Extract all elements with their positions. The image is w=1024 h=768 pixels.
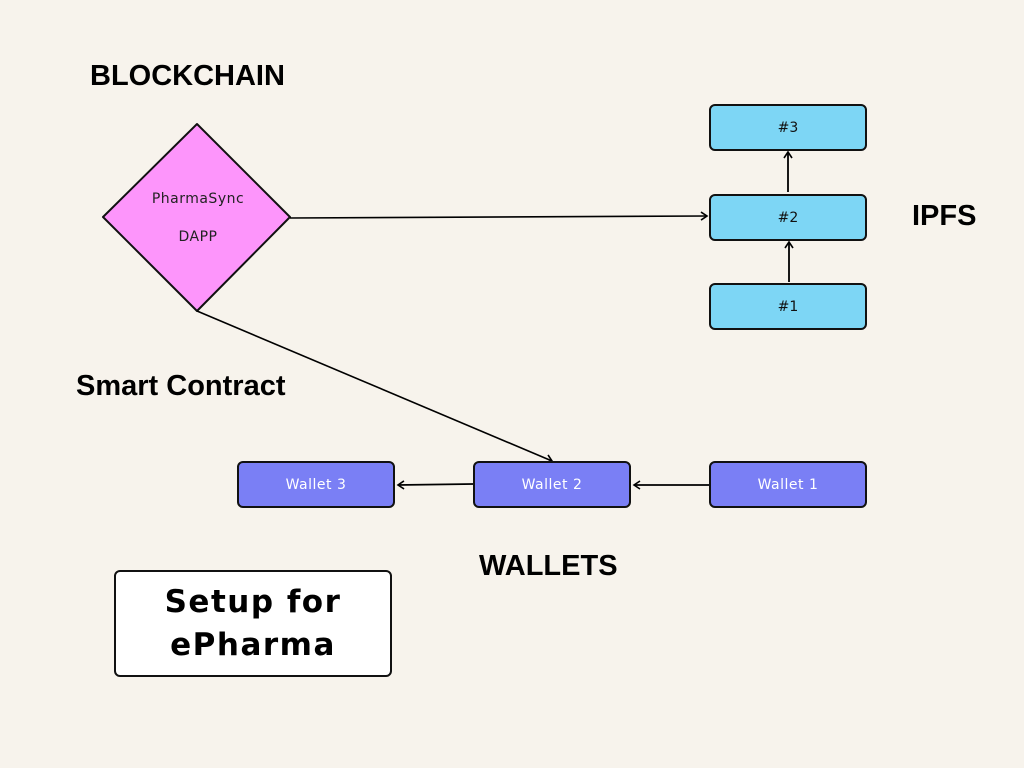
wallet-node-2[interactable]: Wallet 2	[473, 461, 631, 508]
dapp-name: PharmaSync	[151, 191, 245, 207]
ipfs-node-1[interactable]: #1	[709, 283, 867, 330]
wallet-node-1[interactable]: Wallet 1	[709, 461, 867, 508]
wallets-label: WALLETS	[479, 550, 618, 582]
arrow-wallet2-to-wallet3	[396, 480, 474, 490]
title-line-2: ePharma	[170, 626, 336, 663]
smart-contract-label: Smart Contract	[76, 370, 286, 402]
wallet-node-3[interactable]: Wallet 3	[237, 461, 395, 508]
ipfs-node-3[interactable]: #3	[709, 104, 867, 151]
ipfs-node-2[interactable]: #2	[709, 194, 867, 241]
dapp-type: DAPP	[178, 229, 218, 245]
arrow-dapp-to-wallet2	[196, 310, 554, 464]
title-box: Setup for ePharma	[114, 570, 392, 677]
title-line-1: Setup for	[164, 583, 342, 620]
arrow-dapp-to-ipfs2	[289, 211, 709, 221]
blockchain-label: BLOCKCHAIN	[90, 60, 285, 92]
ipfs-label: IPFS	[912, 200, 977, 232]
dapp-label: PharmaSync DAPP	[118, 180, 278, 256]
